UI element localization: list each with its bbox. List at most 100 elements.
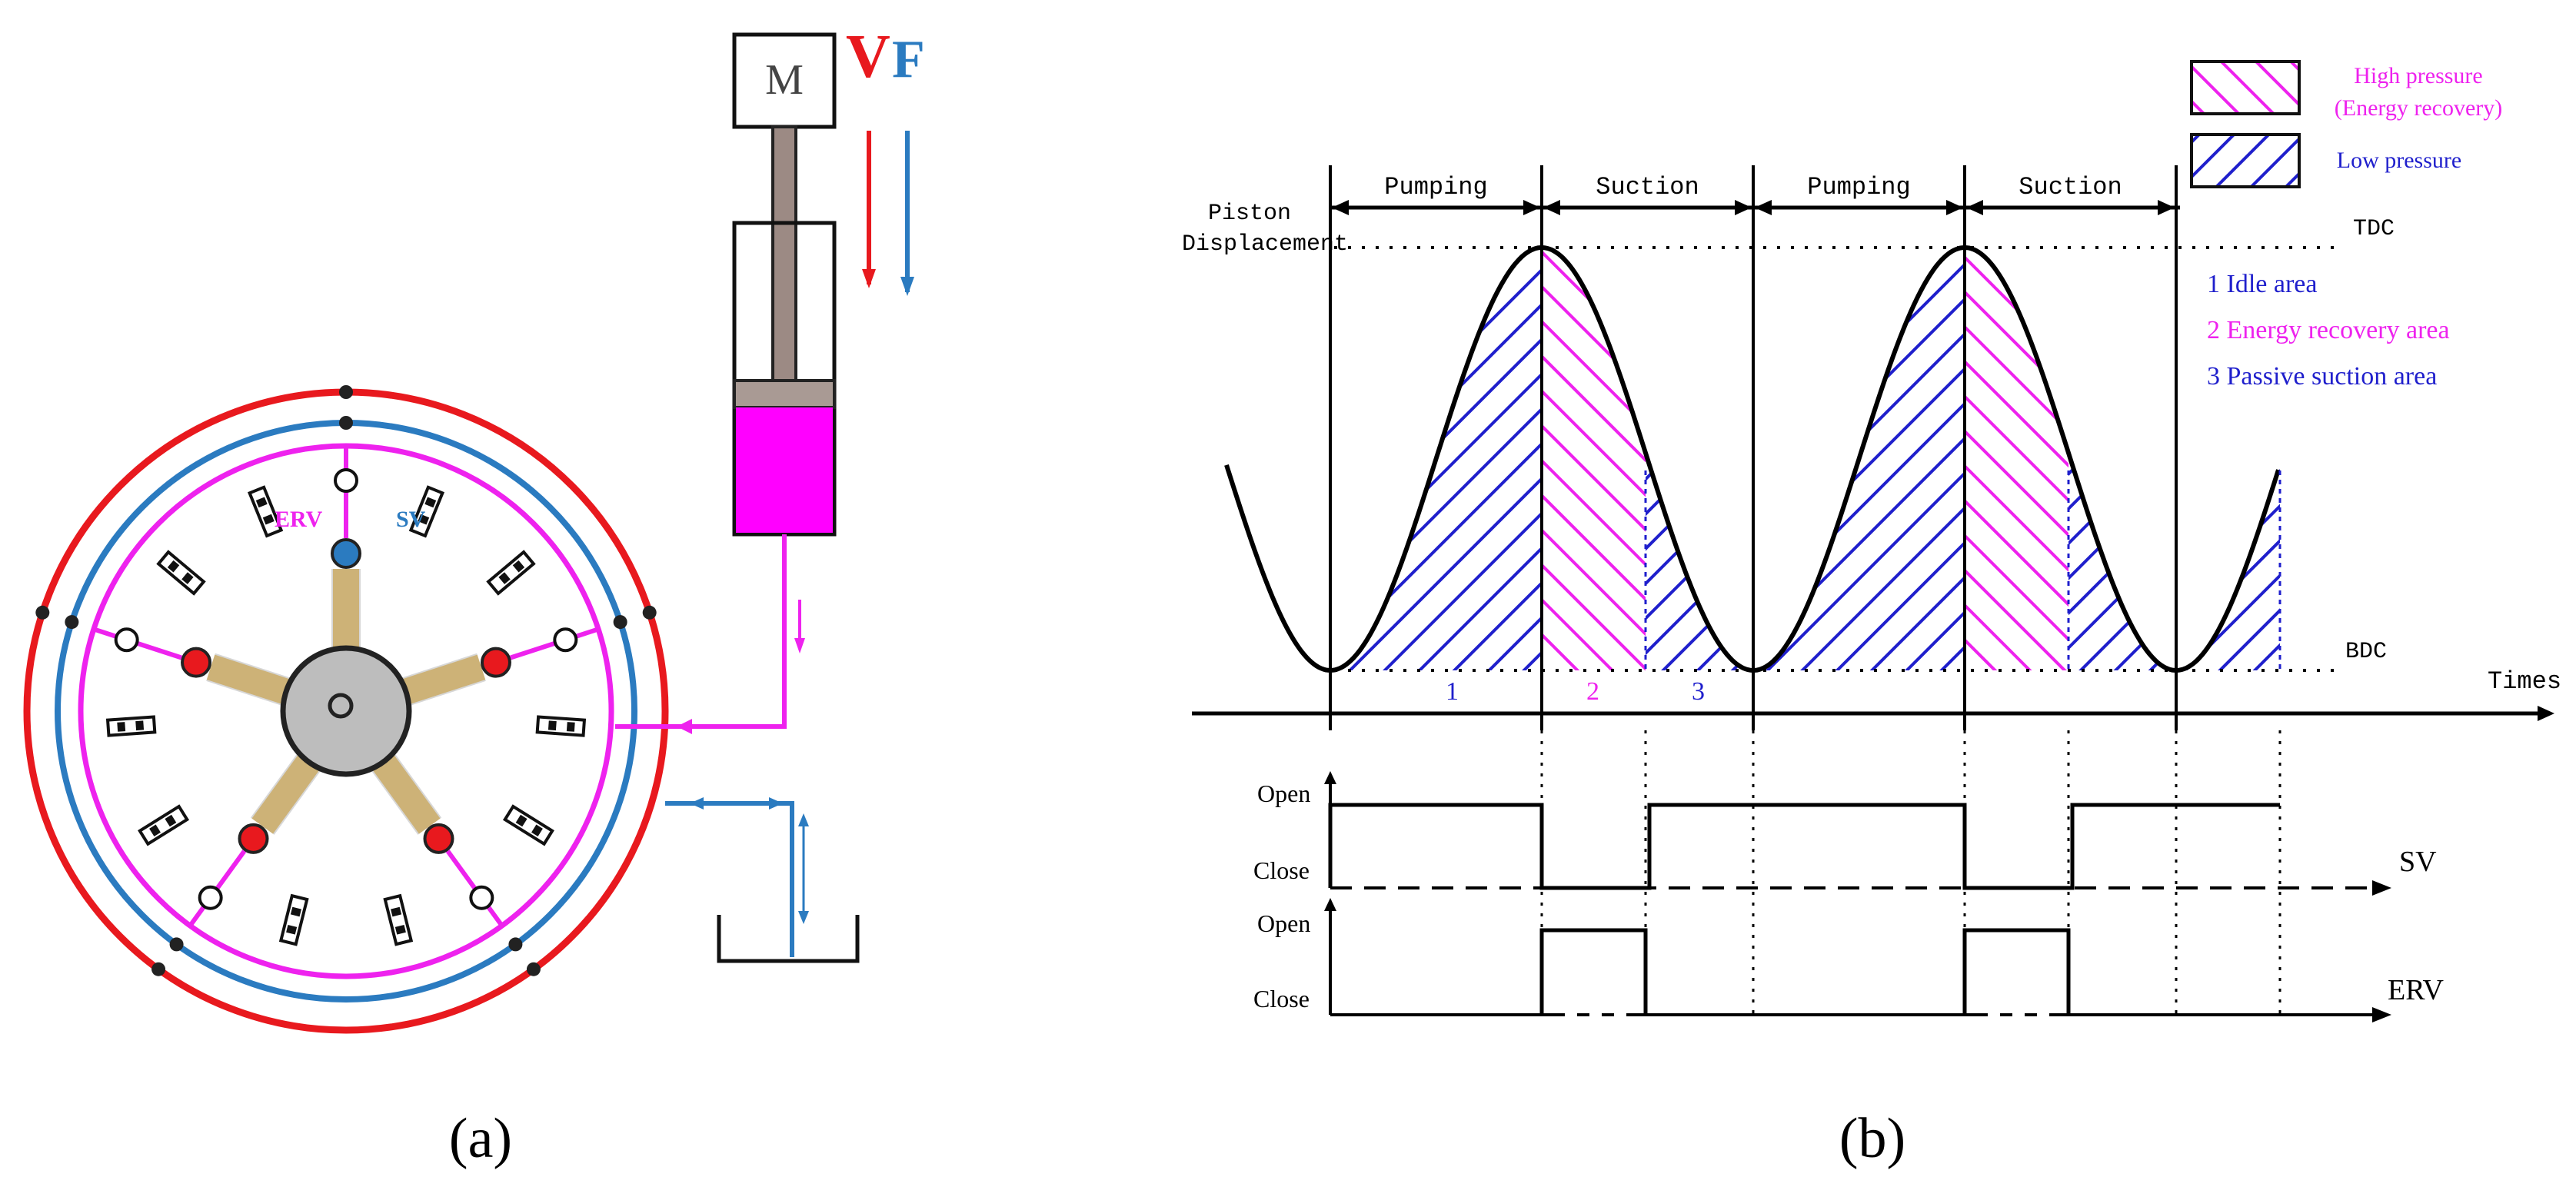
solenoid-valve-4-2: [138, 804, 190, 846]
area-number-3: 3: [1692, 677, 1705, 706]
check-valve-4: [198, 885, 223, 910]
solenoid-valve-2-2: [535, 715, 587, 737]
eccentric-cam: [280, 645, 412, 777]
legend-low-swatch: [2190, 133, 2301, 188]
piston-port-4: [238, 823, 269, 854]
junction-1-1: [339, 416, 353, 430]
sv-label: SV: [396, 507, 426, 532]
solenoid-coil: [117, 722, 126, 732]
sv-name: SV: [2399, 846, 2437, 878]
piston-arm-outline-3: [371, 753, 442, 835]
check-valve-3: [469, 885, 494, 910]
solenoid-valve-1-2: [408, 485, 445, 538]
phase-arrow-left-2: [1543, 200, 1560, 215]
sv-timing: Open Close SV: [1253, 771, 2437, 896]
solenoid-coil: [149, 824, 161, 837]
idle-area-3: [2176, 464, 2280, 670]
erv-name: ERV: [2388, 974, 2445, 1006]
legend-high-title: High pressure: [2354, 63, 2482, 88]
solenoid-coil: [512, 560, 525, 573]
phase-label-4: Suction: [2019, 173, 2122, 201]
energy-recovery-area-1: [1542, 248, 1646, 670]
time-axis-arrow: [2538, 706, 2554, 721]
panel-a-diagram: M V F ERV SV (a): [23, 23, 925, 1170]
solenoid-body: [535, 715, 587, 737]
tank-vertical-arrow-down: [798, 911, 809, 924]
erv-timing: Open Close ERV: [1253, 898, 2445, 1022]
pressurized-fluid: [736, 407, 833, 533]
junction-4-2: [151, 962, 166, 976]
solenoid-coil: [255, 497, 268, 508]
erv-axis-arrow: [1324, 898, 1336, 911]
cam-shaft: [328, 693, 354, 719]
piston-port-5: [181, 647, 212, 678]
piston-arm-4: [251, 754, 320, 834]
junction-5-2: [35, 605, 50, 620]
check-valve-2: [553, 627, 578, 653]
junction-5-1: [65, 615, 79, 630]
motor-box: [732, 32, 837, 129]
area-list-3: 3 Passive suction area: [2207, 362, 2437, 391]
solenoid-body: [138, 804, 190, 846]
velocity-arrow-head: [862, 269, 876, 288]
legend-low-title: Low pressure: [2337, 148, 2461, 173]
panel-a-caption: (a): [449, 1107, 512, 1170]
piston-head: [733, 379, 836, 409]
oil-tank: [717, 915, 860, 963]
solenoid-coil: [286, 924, 298, 935]
solenoid-coil: [547, 720, 557, 731]
solenoid-coil: [424, 497, 437, 508]
solenoid-coil: [515, 814, 528, 827]
phase-label-2: Suction: [1596, 173, 1699, 201]
tank-pipe: [665, 801, 794, 957]
piston-rod: [771, 125, 797, 382]
phase-label-1: Pumping: [1384, 173, 1487, 201]
tank-vertical-arrow-up: [798, 813, 809, 826]
piston-port-3: [423, 823, 454, 854]
force-label: F: [892, 30, 925, 89]
area-number-2: 2: [1586, 677, 1599, 706]
phase-arrow-right-1: [1523, 200, 1540, 215]
sv-signal: [1328, 803, 2280, 890]
check-valve-1: [334, 468, 358, 493]
junction-2-2: [642, 605, 657, 620]
sv-baseline-arrow: [2372, 880, 2391, 896]
solenoid-body: [486, 550, 536, 596]
piston-arm-5: [206, 654, 291, 704]
sv-close-label: Close: [1253, 856, 1310, 884]
erv-open-label: Open: [1257, 909, 1310, 937]
time-axis-label: Times: [2488, 667, 2561, 696]
piston-arm-outline-4: [250, 753, 321, 835]
phase-arrow-right-3: [1946, 200, 1963, 215]
phase-arrow-right-4: [2158, 200, 2175, 215]
piston-port-2: [480, 647, 511, 678]
phase-arrow-left-3: [1755, 200, 1772, 215]
solenoid-body: [156, 550, 206, 596]
panel-b-diagram: High pressure (Energy recovery) Low pres…: [1182, 60, 2561, 1170]
velocity-label: V: [846, 23, 890, 91]
solenoid-coil: [290, 906, 301, 917]
solenoid-coil: [167, 560, 180, 573]
force-arrow-head: [900, 277, 914, 296]
area-list-2: 2 Energy recovery area: [2207, 316, 2450, 344]
solenoid-body: [278, 893, 309, 946]
legend-high-sub: (Energy recovery): [2335, 95, 2503, 121]
solenoid-coil: [181, 572, 194, 584]
phase-arrow-left-1: [1332, 200, 1349, 215]
sv-open-label: Open: [1257, 780, 1310, 807]
y-label-line1: Piston: [1208, 201, 1291, 227]
piston-arm-2: [401, 654, 486, 704]
solenoid-body: [105, 715, 157, 737]
bdc-label: BDC: [2345, 639, 2387, 665]
panel-b-caption: (b): [1839, 1107, 1905, 1170]
tank-arrow-right: [769, 797, 783, 810]
junction-3-2: [526, 962, 541, 976]
solenoid-coil: [394, 924, 406, 935]
y-label-line2: Displacement: [1182, 231, 1348, 258]
hp-flow-arrow-head: [794, 638, 805, 653]
area-list-1: 1 Idle area: [2207, 270, 2317, 298]
solenoid-valve-3-1: [502, 804, 554, 846]
passive-suction-area-2: [2068, 453, 2176, 670]
solenoid-coil: [165, 814, 177, 827]
